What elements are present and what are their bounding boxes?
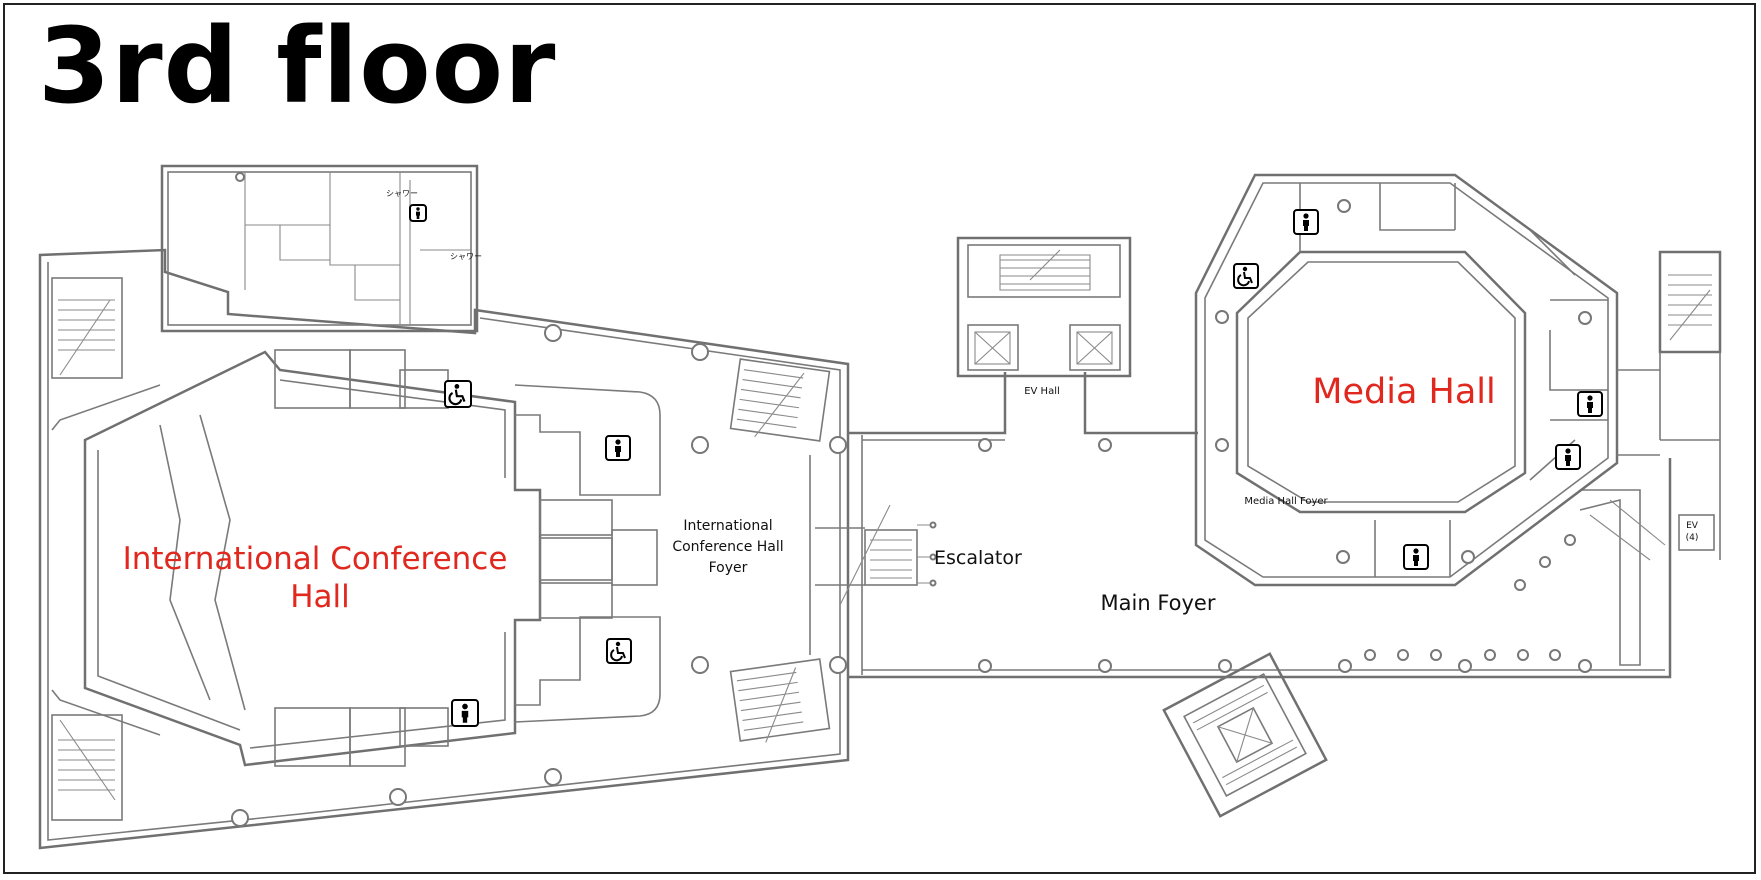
restroom-icon [1293, 209, 1319, 235]
intl-foyer-label-3: Foyer [709, 560, 748, 576]
intl-foyer-label-1: International [683, 518, 772, 534]
restroom-icon [409, 204, 427, 222]
columns [231, 172, 1592, 827]
intl-foyer-label-2: Conference Hall [672, 539, 783, 555]
restroom-icon [1577, 391, 1603, 417]
main-foyer-area [809, 236, 1672, 818]
shower-label-1: シャワー [386, 189, 418, 198]
shower-label-2: シャワー [450, 252, 482, 261]
restroom-icon [1555, 444, 1581, 470]
restroom-icon [605, 435, 631, 461]
ev4-label-line2: (4) [1686, 533, 1699, 543]
map-frame [3, 3, 1756, 874]
facility-icons [409, 204, 1603, 727]
international-hall-building [38, 164, 850, 850]
international-hall-label-line1: International Conference [123, 541, 508, 577]
restroom-icon [1403, 544, 1429, 570]
wheelchair-icon [444, 380, 472, 408]
ev4-label-line1: EV [1686, 521, 1699, 531]
main-foyer-label: Main Foyer [1101, 591, 1216, 615]
restroom-icon [451, 699, 479, 727]
media-hall-foyer-label: Media Hall Foyer [1244, 496, 1328, 507]
ev-hall-label: EV Hall [1024, 386, 1060, 397]
international-hall-label-line2: Hall [290, 579, 350, 615]
wheelchair-icon [1233, 263, 1259, 289]
media-hall-label: Media Hall [1312, 372, 1495, 412]
media-hall-building [1194, 173, 1722, 587]
wheelchair-icon [606, 638, 632, 664]
floor-title: 3rd floor [38, 5, 557, 127]
escalator-label: Escalator [934, 547, 1022, 569]
